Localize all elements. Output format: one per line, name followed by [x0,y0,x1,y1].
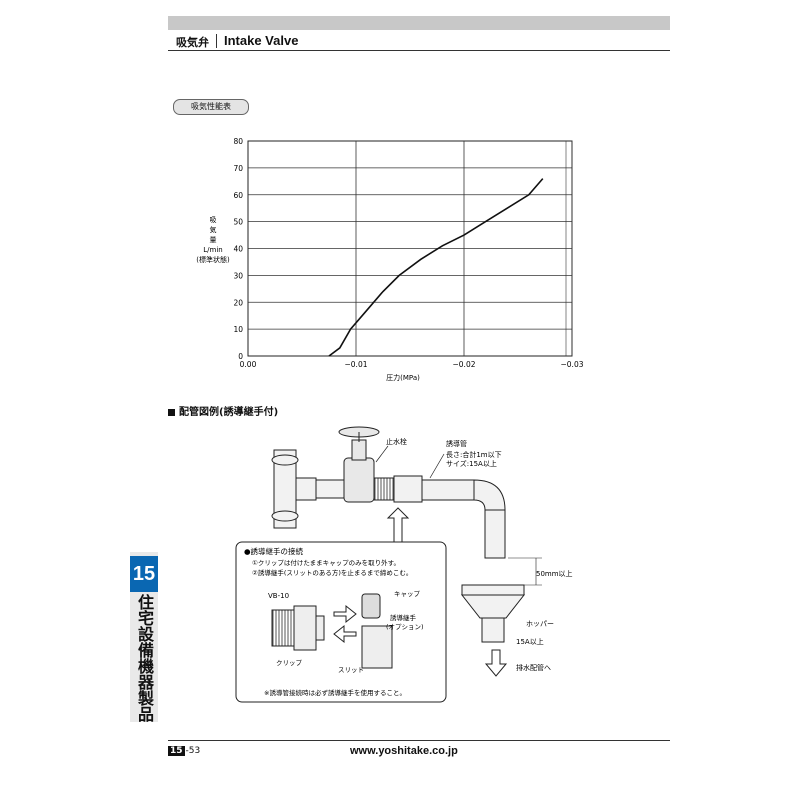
up-arrow-icon [386,507,410,545]
stop-valve [338,426,395,503]
guide-pipe-size: サイズ:15A以上 [446,459,497,468]
guide-joint-part [361,625,393,669]
chart-y-label-line: 量 [210,236,217,244]
chart-y-tick-label: 20 [233,298,243,307]
stop-valve-label: 止水栓 [386,437,407,446]
guide-pipe-label: 誘導管 [446,439,467,448]
intake-performance-chart: 0 10 20 30 40 50 60 70 80 0.00 −0.01 −0.02 −0.03 圧力… [196,137,584,382]
chart-grid [247,140,573,357]
chart-y-tick-label: 80 [233,137,243,146]
piping-diagram: 止水栓 誘導管 長さ:合計1m以下 サイズ:15A以上 50mm以上 ホッパー … [235,426,573,703]
chart-y-label-line: (標準状態) [196,255,230,264]
supply-pipe [271,449,317,529]
page-title-en: Intake Valve [224,33,299,48]
chart-x-label: 圧力(MPa) [386,373,420,382]
side-tab-number: 15 [130,556,158,592]
title-divider [216,34,217,48]
guide-joint-option: (オプション) [386,623,424,631]
chart-y-tick-label: 40 [233,245,243,254]
guide-joint [393,475,423,503]
chart-x-tick-label: 0.00 [240,360,257,369]
cap-part [361,593,381,619]
chart-section-label: 吸気性能表 [173,99,249,115]
website-link[interactable]: www.yoshitake.co.jp [350,745,458,757]
horizontal-pipe [315,479,347,499]
header-bar [168,16,670,30]
chart-x-tick-label: −0.01 [345,360,368,369]
hopper [460,584,526,643]
title-row: 吸気弁 Intake Valve [168,33,670,51]
right-arrow-icon [333,604,357,624]
page-number: 15-53 [168,746,200,756]
chart-y-label-line: 吸 [210,216,217,224]
vb10-valve-body [271,605,325,651]
left-arrow-icon [333,624,357,644]
gap-dimension-label: 50mm以上 [536,569,573,578]
chart-y-tick-label: 70 [233,164,243,173]
chart-y-tick-label: 0 [238,352,243,361]
piping-section-label: 配管図例(誘導継手付) [179,407,279,418]
chart-y-tick-label: 50 [233,218,243,227]
chart-y-label: 吸気量 L/min(標準状態) [196,216,230,264]
chart-x-tick-label: −0.03 [561,360,584,369]
hopper-label: ホッパー [526,620,554,628]
chart-y-label-line: 気 [210,225,217,234]
chart-series-line [328,178,544,357]
side-tab-text: 住宅設備機器製品 [135,594,154,722]
piping-section-heading: 配管図例(誘導継手付) [168,403,278,418]
cap-label: キャップ [394,590,421,598]
chart-y-tick-label: 10 [233,325,243,334]
chart-y-tick-label: 60 [233,191,243,200]
footer-divider [168,740,670,741]
page-title-jp: 吸気弁 [176,36,209,49]
page-number-rest: -53 [185,746,201,756]
chart-y-tick-label: 30 [233,271,243,280]
valve-model-label: VB-10 [268,592,289,600]
inset-title: ●誘導継手の接続 [244,546,304,556]
inset-note: ※誘導管接続時は必ず誘導継手を使用すること。 [264,688,406,697]
chart-x-tick-label: −0.02 [453,360,476,369]
chart-y-label-line: L/min [203,246,222,254]
inset-box [235,541,447,703]
guide-pipe [421,479,506,559]
drain-arrow-icon [484,649,508,677]
guide-joint-label: 誘導継手 [390,613,417,622]
square-bullet-icon [168,408,175,416]
hopper-size-label: 15A以上 [516,637,544,646]
slit-label: スリット [338,666,364,674]
inset-step-2: ②誘導継手(スリットのある方)を止まるまで締めこむ。 [252,568,412,577]
guide-pipe-length: 長さ:合計1m以下 [446,450,502,459]
drain-label: 排水配管へ [516,663,551,672]
chart-y-ticks: 0 10 20 30 40 50 60 70 80 [233,137,243,361]
clip-label: クリップ [276,659,303,667]
chart-x-ticks: 0.00 −0.01 −0.02 −0.03 [240,360,584,369]
inset-step-1: ①クリップは付けたままキャップのみを取り外す。 [252,558,400,567]
page-number-box: 15 [168,746,185,756]
